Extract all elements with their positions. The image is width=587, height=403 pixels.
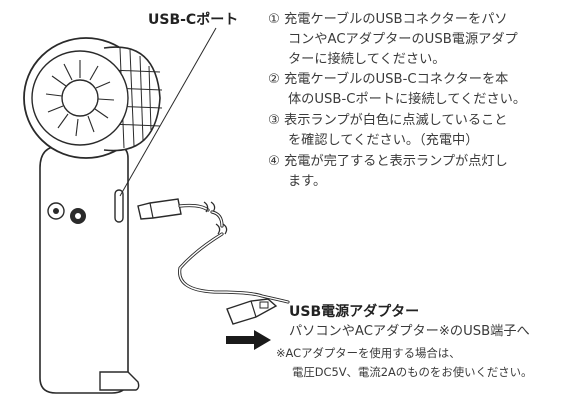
- usbc-port: [114, 189, 124, 223]
- usbc-connector: [137, 198, 182, 220]
- step-1-line-1: ① 充電ケーブルのUSBコネクターをパソ: [268, 12, 508, 27]
- adapter-note-line-2: 電圧DC5V、電流2Aのものをお使いください。: [292, 365, 533, 379]
- step-2-line-1: ② 充電ケーブルのUSB-Cコネクターを本: [268, 72, 509, 87]
- step-1-line-3: ターに接続してください。: [288, 52, 446, 67]
- step-4-line-1: ④ 充電が完了すると表示ランプが点灯し: [268, 154, 508, 169]
- step-2-line-2: 体のUSB-Cポートに接続してください。: [288, 92, 527, 107]
- adapter-description: パソコンやACアダプター※のUSB端子へ: [289, 324, 530, 339]
- fan-hub: [61, 79, 99, 117]
- direction-arrow: [226, 330, 271, 350]
- step-3-line-2: を確認してください。（充電中）: [288, 133, 479, 148]
- step-3-line-1: ③ 表示ランプが白色に点滅していること: [268, 113, 508, 128]
- usbc-port-label: USB-Cポート: [148, 12, 239, 28]
- adapter-title: USB電源アダプター: [289, 304, 420, 320]
- usbc-leader-line: [119, 27, 217, 197]
- adapter-note-line-1: ※ACアダプターを使用する場合は、: [276, 346, 461, 360]
- fan-blades: [45, 60, 115, 137]
- fan-stand: [99, 371, 140, 391]
- step-4-line-2: ます。: [288, 174, 327, 189]
- step-1-line-2: コンやACアダプターのUSB電源アダプ: [288, 32, 518, 47]
